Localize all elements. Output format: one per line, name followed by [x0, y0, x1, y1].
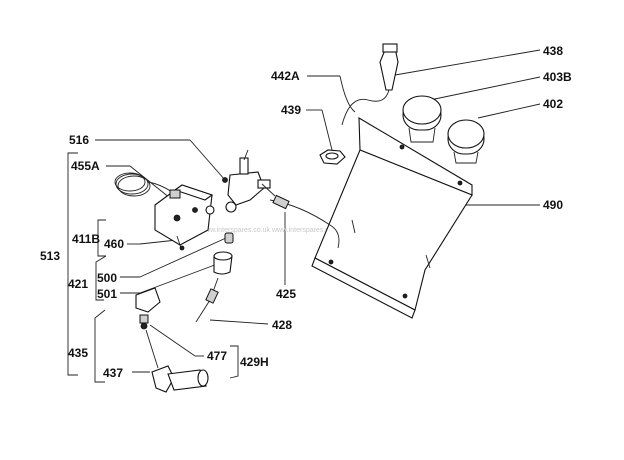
label-429h: 429H — [240, 355, 269, 369]
label-500: 500 — [97, 271, 117, 285]
label-455a: 455A — [71, 159, 100, 173]
label-442a: 442A — [271, 69, 300, 83]
gauge-402 — [447, 119, 485, 164]
label-425: 425 — [276, 287, 296, 301]
label-477: 477 — [207, 349, 227, 363]
label-490: 490 — [543, 198, 563, 212]
part-labels: 438 442A 403B 402 439 516 455A 490 411B … — [40, 44, 572, 380]
label-501: 501 — [97, 287, 117, 301]
screw-hole-icon — [402, 293, 408, 299]
label-437: 437 — [103, 366, 123, 380]
pipe-425 — [269, 194, 340, 249]
cover-panel — [311, 117, 473, 319]
screw-hole-icon — [328, 259, 334, 265]
label-438: 438 — [543, 44, 563, 58]
screw-hole-icon — [457, 180, 463, 186]
label-439: 439 — [281, 103, 301, 117]
brackets — [67, 152, 239, 383]
screw-icon — [425, 254, 431, 269]
label-402: 402 — [543, 97, 563, 111]
label-435: 435 — [68, 346, 88, 360]
label-403b: 403B — [543, 70, 572, 84]
screw-icon — [351, 219, 356, 234]
electrode-438 — [341, 43, 399, 126]
screw-hole-icon — [399, 144, 405, 150]
label-428: 428 — [272, 318, 292, 332]
label-411b: 411B — [72, 232, 100, 246]
label-516: 516 — [69, 133, 89, 147]
label-513: 513 — [40, 249, 60, 263]
label-460: 460 — [104, 237, 124, 251]
gauge-403b — [402, 95, 442, 143]
watermark-text: www.interspares.co.uk www.interspares.co… — [199, 227, 414, 234]
gas-valve-513 — [114, 149, 276, 393]
nut-439 — [319, 149, 346, 165]
label-421: 421 — [68, 277, 88, 291]
